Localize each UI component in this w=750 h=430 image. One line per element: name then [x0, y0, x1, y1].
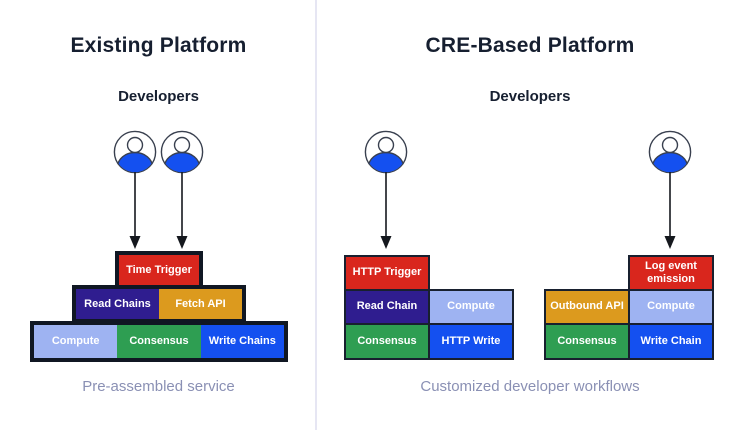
block-fetch-api: Fetch API [159, 289, 242, 319]
block-write-chains: Write Chains [200, 325, 284, 358]
left-panel-caption: Pre-assembled service [82, 378, 235, 395]
block-consensus: Consensus [544, 323, 630, 360]
right-panel-subtitle: Developers [489, 88, 571, 105]
down-arrow-icon [129, 172, 141, 249]
block-read-chains: Read Chains [76, 289, 159, 319]
block-compute: Compute [628, 289, 714, 325]
right-panel-caption: Customized developer workflows [420, 378, 640, 395]
block-consensus: Consensus [117, 325, 201, 358]
block-outbound-api: Outbound API [544, 289, 630, 325]
block-http-write: HTTP Write [428, 323, 514, 360]
developer-icon [160, 130, 204, 174]
block-log-event-emission: Log event emission [628, 255, 714, 291]
block-http-trigger: HTTP Trigger [344, 255, 430, 291]
developer-icon [364, 130, 408, 174]
down-arrow-icon [176, 172, 188, 249]
pyramid-tier-1: Time Trigger [115, 251, 203, 289]
block-compute: Compute [428, 289, 514, 325]
block-compute: Compute [34, 325, 118, 358]
panel-divider [315, 0, 317, 430]
developer-icon [113, 130, 157, 174]
right-panel-title: CRE-Based Platform [425, 34, 635, 57]
down-arrow-icon [664, 172, 676, 249]
block-consensus: Consensus [344, 323, 430, 360]
block-time-trigger: Time Trigger [119, 255, 199, 285]
developer-icon [648, 130, 692, 174]
pyramid-tier-2: Read Chains Fetch API [72, 285, 246, 323]
pyramid-tier-3: Compute Consensus Write Chains [30, 321, 288, 362]
block-read-chain: Read Chain [344, 289, 430, 325]
left-panel-subtitle: Developers [118, 88, 199, 105]
down-arrow-icon [380, 172, 392, 249]
block-write-chain: Write Chain [628, 323, 714, 360]
left-panel-title: Existing Platform [70, 34, 247, 57]
